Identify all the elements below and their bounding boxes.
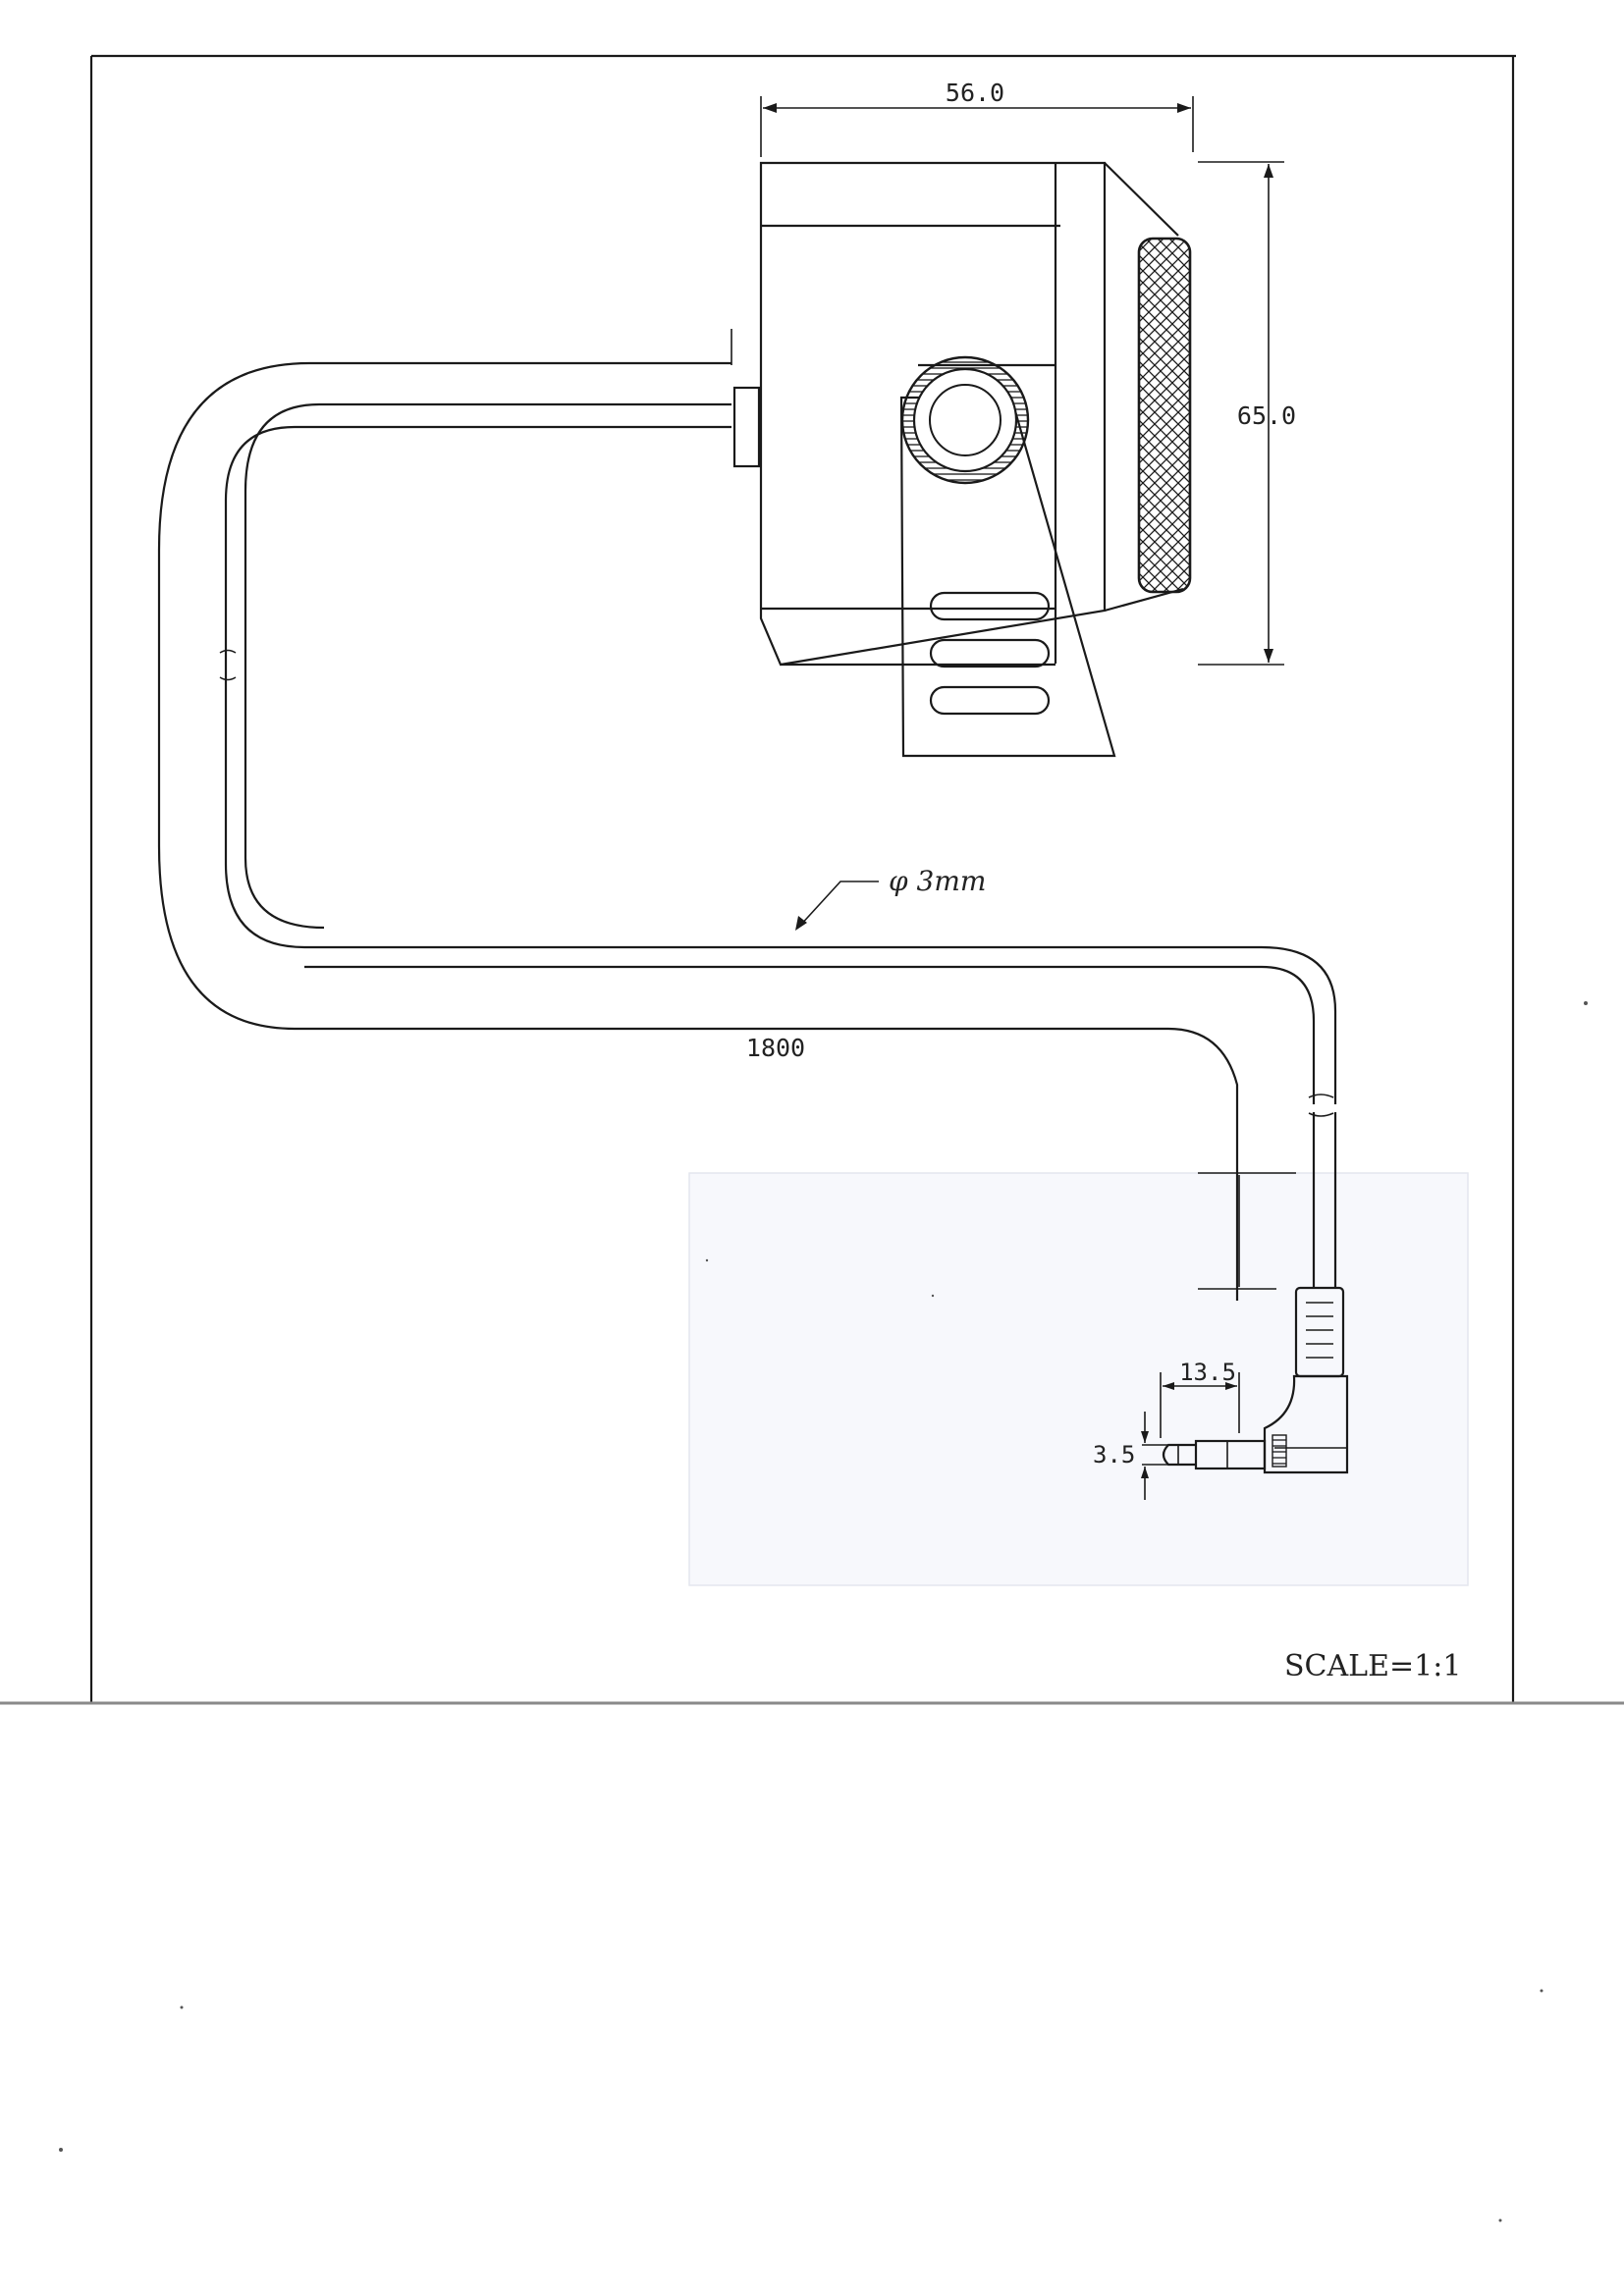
plug-length-label: 13.5 (1179, 1359, 1236, 1386)
cable (157, 329, 1337, 1301)
lens-grille (1137, 237, 1192, 594)
scan-speckles (59, 1001, 1588, 2222)
audio-plug (1162, 1286, 1349, 1474)
camera-body (732, 161, 1192, 667)
drawing-frame (0, 54, 1624, 1705)
height-dimension: 65.0 (1198, 161, 1296, 666)
pasted-insert (688, 1172, 1469, 1586)
diameter-leader: φ 3mm (795, 865, 986, 931)
diameter-label: φ 3mm (889, 865, 986, 897)
mounting-bracket (899, 355, 1116, 758)
plug-diameter-dimension: 3.5 (1093, 1412, 1168, 1500)
scale-note: SCALE=1:1 (1284, 1649, 1461, 1683)
cable-length-label: 1800 (746, 1034, 805, 1062)
height-label: 65.0 (1237, 401, 1296, 430)
width-dimension: 56.0 (760, 79, 1194, 157)
plug-length-dimension: 13.5 (1160, 1359, 1240, 1438)
plug-diameter-label: 3.5 (1093, 1441, 1135, 1468)
width-label: 56.0 (946, 79, 1004, 107)
